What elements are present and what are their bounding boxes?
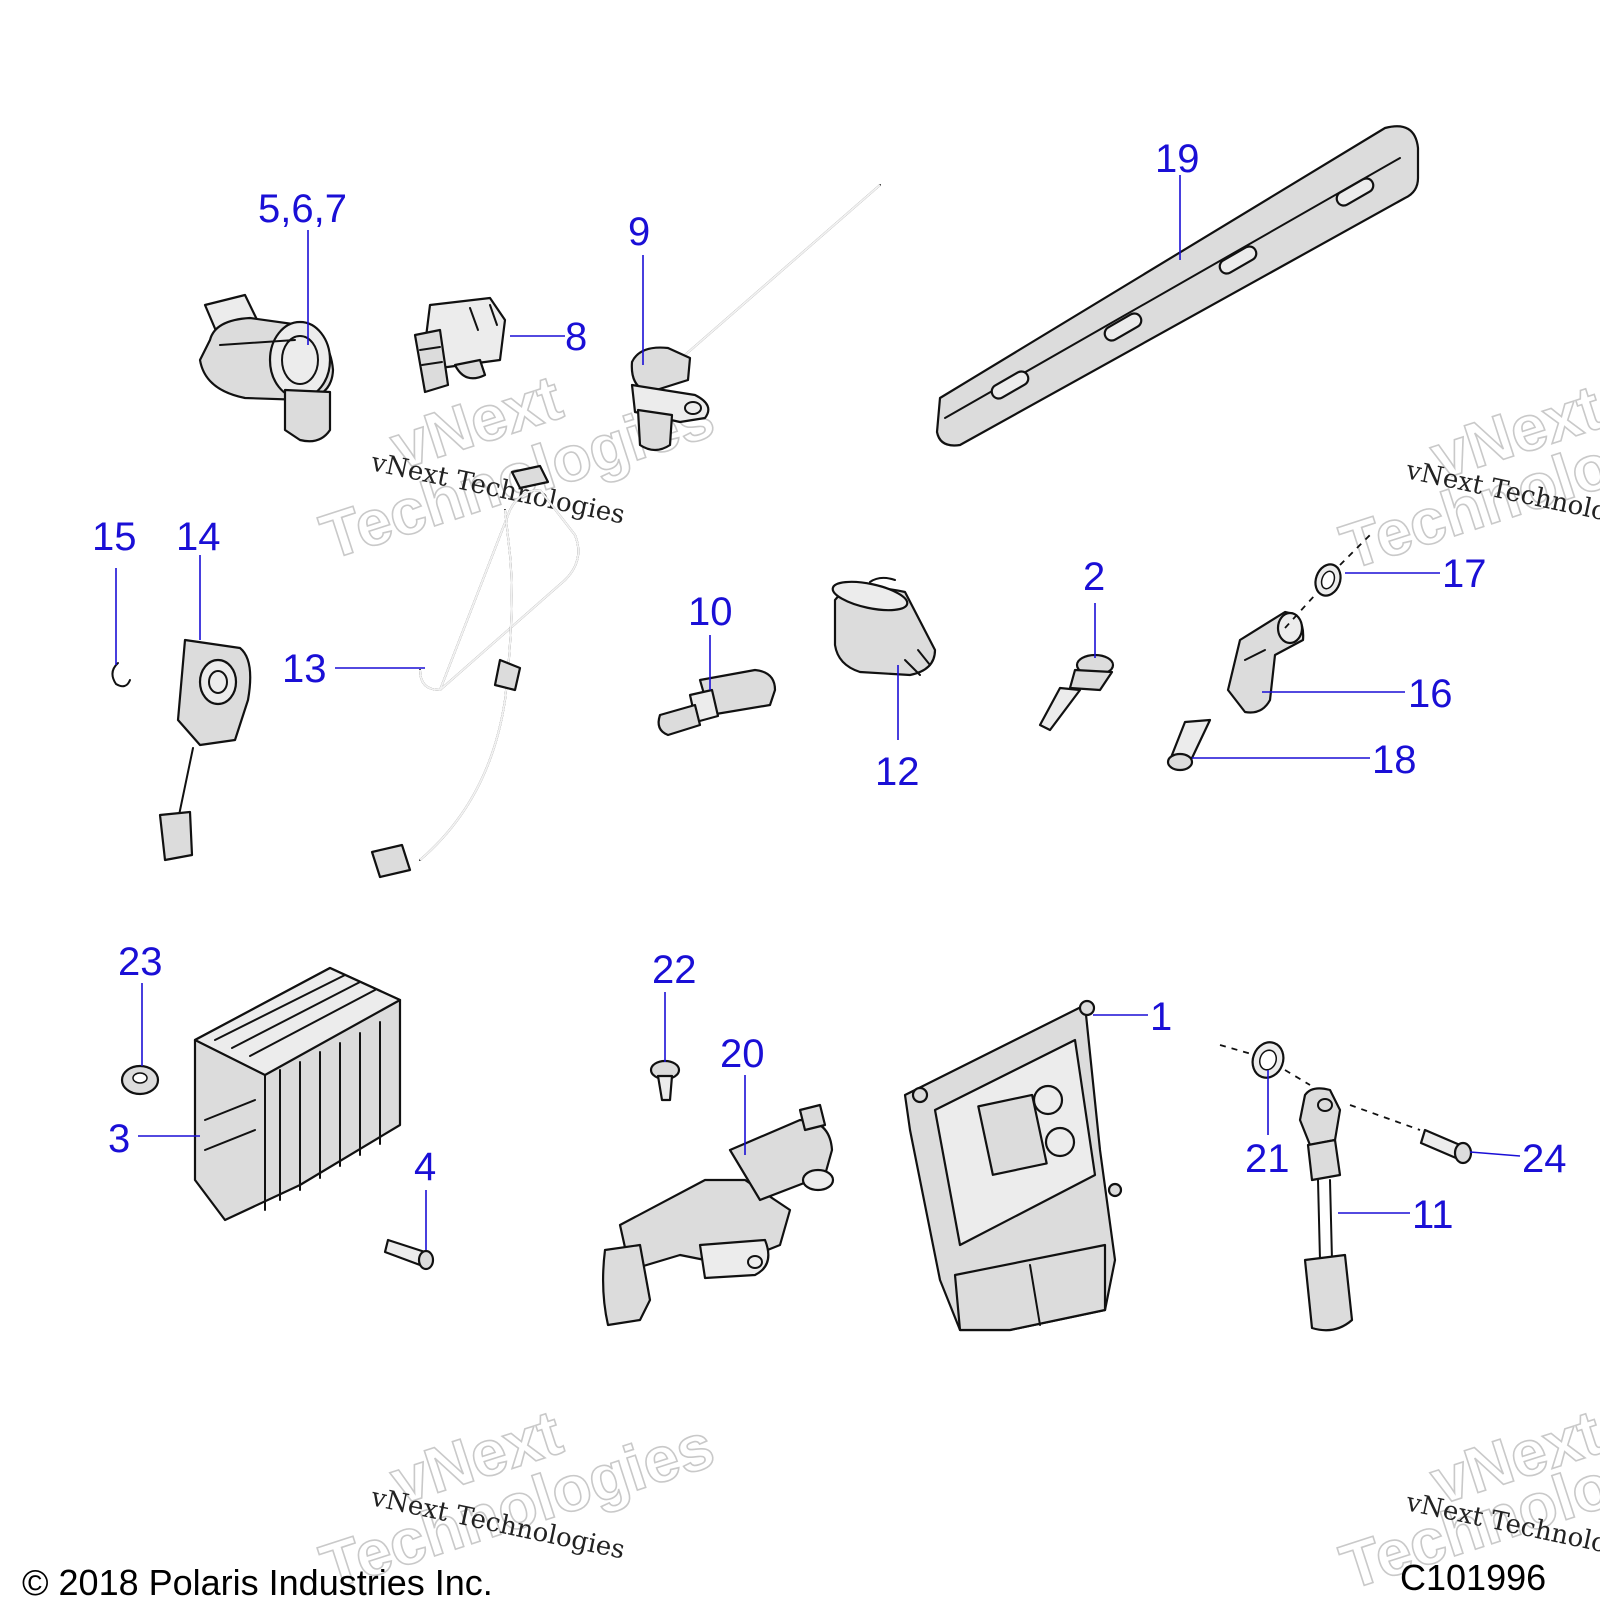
clip-part bbox=[111, 662, 131, 688]
callout-8: 8 bbox=[565, 315, 587, 359]
ecu-part bbox=[903, 999, 1123, 1332]
speed-sensor-part bbox=[1038, 653, 1115, 732]
callout-3: 3 bbox=[108, 1117, 130, 1161]
callout-22: 22 bbox=[652, 948, 697, 992]
sensor-lead-part bbox=[1219, 1044, 1421, 1332]
rivet-part bbox=[649, 1059, 681, 1102]
regulator-part bbox=[193, 966, 402, 1222]
copyright-text: © 2018 Polaris Industries Inc. bbox=[22, 1562, 493, 1600]
bolt-part bbox=[1166, 718, 1212, 772]
map-sensor-part bbox=[413, 296, 507, 394]
callout-18: 18 bbox=[1372, 738, 1417, 782]
callout-4: 4 bbox=[414, 1145, 436, 1189]
callout-21: 21 bbox=[1245, 1137, 1290, 1181]
screw-24-part bbox=[1419, 1128, 1473, 1165]
temp-sensor-part bbox=[657, 668, 777, 737]
callout-5-6-7: 5,6,7 bbox=[258, 187, 347, 231]
figure-id: C101996 bbox=[1400, 1557, 1546, 1598]
valve-part bbox=[602, 1103, 835, 1327]
elbow-fitting-part bbox=[1226, 610, 1305, 714]
harness-part bbox=[370, 464, 580, 879]
relay-part bbox=[831, 576, 937, 677]
grommet-part bbox=[120, 1064, 160, 1096]
callout-1: 1 bbox=[1150, 995, 1172, 1039]
screw-part bbox=[383, 1238, 435, 1271]
strap-part bbox=[935, 125, 1420, 447]
washer-part bbox=[1251, 1041, 1285, 1079]
callout-19: 19 bbox=[1155, 137, 1200, 181]
callout-20: 20 bbox=[720, 1032, 765, 1076]
callout-23: 23 bbox=[118, 940, 163, 984]
crank-sensor-part bbox=[630, 184, 881, 452]
callout-15: 15 bbox=[92, 515, 137, 559]
callout-13: 13 bbox=[282, 647, 327, 691]
callout-2: 2 bbox=[1083, 555, 1105, 599]
callout-10: 10 bbox=[688, 590, 733, 634]
tps-part bbox=[158, 638, 252, 862]
callout-11: 11 bbox=[1412, 1193, 1454, 1237]
leader-lines bbox=[115, 175, 1521, 1250]
callout-9: 9 bbox=[628, 210, 650, 254]
callout-14: 14 bbox=[176, 515, 221, 559]
callout-12: 12 bbox=[875, 750, 920, 794]
callout-labels: 5,6,7 8 9 19 15 14 13 10 12 2 17 16 18 2… bbox=[92, 137, 1567, 1237]
ignition-switch-part bbox=[198, 293, 335, 443]
callout-17: 17 bbox=[1442, 552, 1487, 596]
callout-24: 24 bbox=[1522, 1137, 1567, 1181]
oring-part bbox=[1284, 534, 1371, 629]
callout-16: 16 bbox=[1408, 672, 1453, 716]
leader-24 bbox=[1469, 1151, 1521, 1157]
